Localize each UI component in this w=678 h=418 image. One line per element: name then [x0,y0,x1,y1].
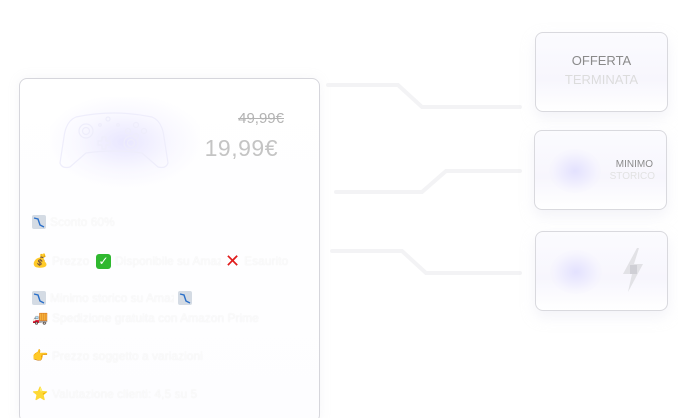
price-availability-row: 💰 Prezzo ✓ Disponibile su Amazon ✕ Esaur… [32,251,289,271]
game-controller-icon [550,250,602,294]
rating-row: ⭐ Valutazione clienti: 4,5 su 5 [32,386,197,402]
price-label: Prezzo [52,254,90,268]
price-note-row: 👉 Prezzo soggetto a variazioni [32,348,203,364]
original-price: 49,99€ [238,110,284,127]
check-mark-button-icon: ✓ [96,253,111,269]
price-note-text: Prezzo soggetto a variazioni [52,349,203,363]
historic-low-badge: MINIMO STORICO [534,130,667,210]
connector-lines [326,83,522,275]
deal-card[interactable]: 49,99€ 19,99€ Sconto 60% 💰 Prezzo ✓ Disp… [19,78,320,418]
discount-row: Sconto 60% [32,215,115,229]
star-icon: ⭐ [32,386,49,401]
chart-decreasing-icon [178,291,192,305]
available-text: Disponibile su Amazon [115,254,221,268]
offer-ended-line1: OFFERTA [571,53,632,68]
game-controller-icon [549,149,601,193]
delivery-truck-icon: 🚚 [32,310,49,325]
historic-low-line1: MINIMO [615,159,653,170]
unavailable-text: Esaurito [244,254,289,268]
lightning-bolt-icon [623,248,643,292]
pointing-hand-icon: 👉 [32,348,49,363]
historic-low-line2: STORICO [609,171,655,182]
historic-low-row: Minimo storico su Amazon [32,291,192,305]
shipping-row: 🚚 Spedizione gratuita con Amazon Prime [32,310,259,326]
game-controller-icon [59,112,169,169]
offer-ended-badge: OFFERTA TERMINATA [535,32,668,112]
discount-text: Sconto 60% [50,215,115,229]
money-bag-icon: 💰 [32,253,49,268]
product-glow [50,97,200,187]
chart-decreasing-icon [32,215,46,229]
cross-mark-icon: ✕ [225,251,241,271]
chart-decreasing-icon [32,291,46,305]
sale-price: 19,99€ [204,135,278,161]
shipping-text: Spedizione gratuita con Amazon Prime [52,311,259,325]
flash-deal-badge [535,231,668,311]
historic-low-text: Minimo storico su Amazon [50,291,174,305]
rating-text: Valutazione clienti: 4,5 su 5 [52,387,198,401]
offer-ended-line2: TERMINATA [564,72,639,87]
